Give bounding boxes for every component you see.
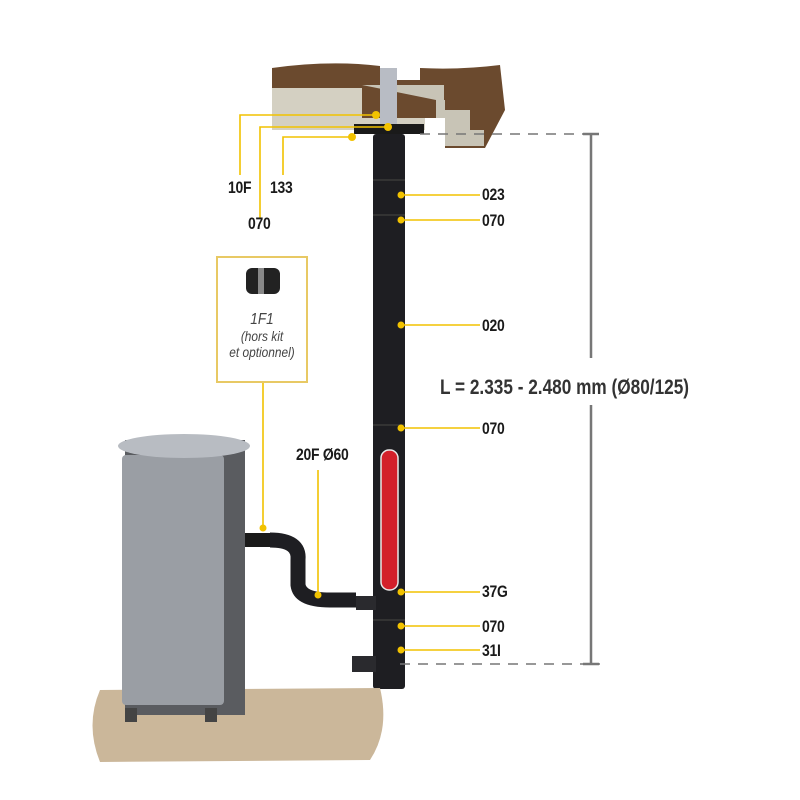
label-020: 020 (482, 316, 505, 335)
optional-part-line1: (hors kit (240, 328, 284, 344)
bottom-inlet (352, 656, 376, 672)
optional-part-line2: et optionnel) (229, 344, 295, 360)
label-070-top: 070 (248, 214, 271, 233)
leader-lines (239, 114, 480, 651)
ceiling-sleeve (380, 68, 397, 130)
pellet-stove (118, 434, 250, 722)
label-070-a: 070 (482, 211, 505, 230)
connecting-pipe (269, 532, 356, 608)
adapter-icon (246, 268, 280, 294)
dimension-line (400, 132, 600, 666)
optional-part-code: 1F1 (250, 311, 274, 328)
label-10f: 10F (228, 178, 252, 197)
label-37g: 37G (482, 582, 508, 601)
label-023: 023 (482, 185, 505, 204)
label-20f: 20F Ø60 (296, 445, 349, 464)
side-inlet (356, 596, 376, 610)
heat-recovery-element (380, 449, 399, 591)
label-31i: 31I (482, 641, 501, 660)
label-070-b: 070 (482, 419, 505, 438)
label-070-c: 070 (482, 617, 505, 636)
leader-dots (259, 111, 405, 654)
optional-part-caption: 1F1 (hors kit et optionnel) (225, 311, 300, 361)
stove-outlet (245, 533, 270, 547)
label-133: 133 (270, 178, 293, 197)
length-label: L = 2.335 - 2.480 mm (Ø80/125) (440, 376, 690, 399)
